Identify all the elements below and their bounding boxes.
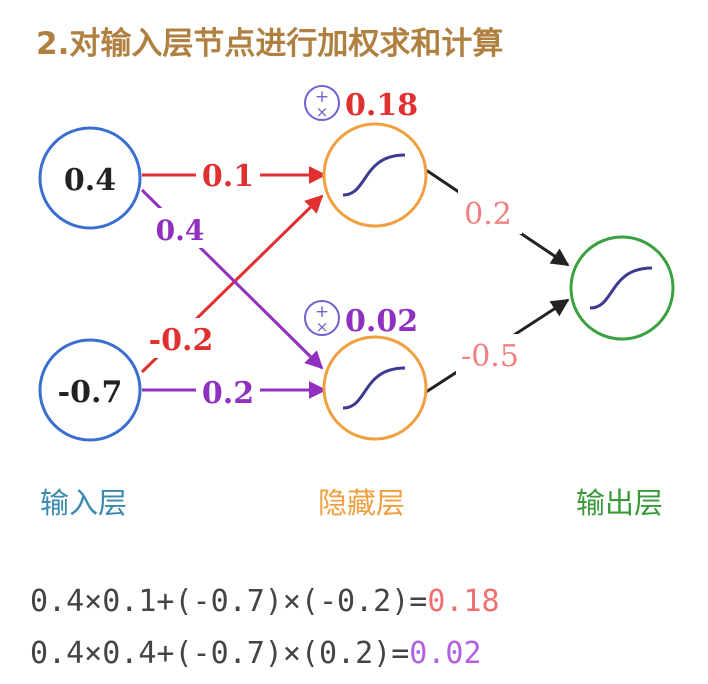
weight-h2-out: -0.5 [461,339,519,374]
input-layer-label: 输入层 [40,486,128,520]
hidden-sum-2: 0.02 [345,304,418,339]
equation-1: 0.4×0.1+(-0.7)×(-0.2)=0.18 [30,584,500,619]
sigmoid-curve-icon [342,366,406,410]
output-layer-label: 输出层 [576,486,664,520]
input-node-1: 0.4 [38,126,142,230]
sigmoid-curve-icon [589,266,653,310]
svg-text:+: + [315,87,329,107]
input-node-2-value: -0.7 [58,375,123,410]
hidden-layer-label: 隐藏层 [318,486,406,520]
equation-2: 0.4×0.4+(-0.7)×(0.2)=0.02 [30,636,482,671]
weight-in1-h2: 0.4 [156,214,205,247]
sigmoid-curve-icon [342,153,406,197]
weight-in1-h1: 0.1 [202,159,254,194]
hidden-node-2 [322,335,428,441]
weight-in2-h2: 0.2 [202,376,254,411]
plus-times-icon: + × [304,300,340,336]
equation-1-expr: 0.4×0.1+(-0.7)×(-0.2)= [30,584,428,619]
equation-1-result: 0.18 [427,584,500,619]
equation-2-result: 0.02 [409,636,482,671]
svg-text:×: × [316,103,329,121]
output-node [569,235,675,341]
input-node-1-value: 0.4 [64,163,116,198]
weight-in2-h1: -0.2 [149,323,214,358]
weight-h1-out: 0.2 [464,197,512,232]
plus-times-icon: + × [304,85,340,121]
hidden-node-1 [322,122,428,228]
svg-text:×: × [316,318,329,336]
svg-text:+: + [315,302,329,322]
hidden-sum-1: 0.18 [345,88,418,123]
input-node-2: -0.7 [38,338,142,442]
diagram-title: 2.对输入层节点进行加权求和计算 [36,26,504,62]
equation-2-expr: 0.4×0.4+(-0.7)×(0.2)= [30,636,410,671]
